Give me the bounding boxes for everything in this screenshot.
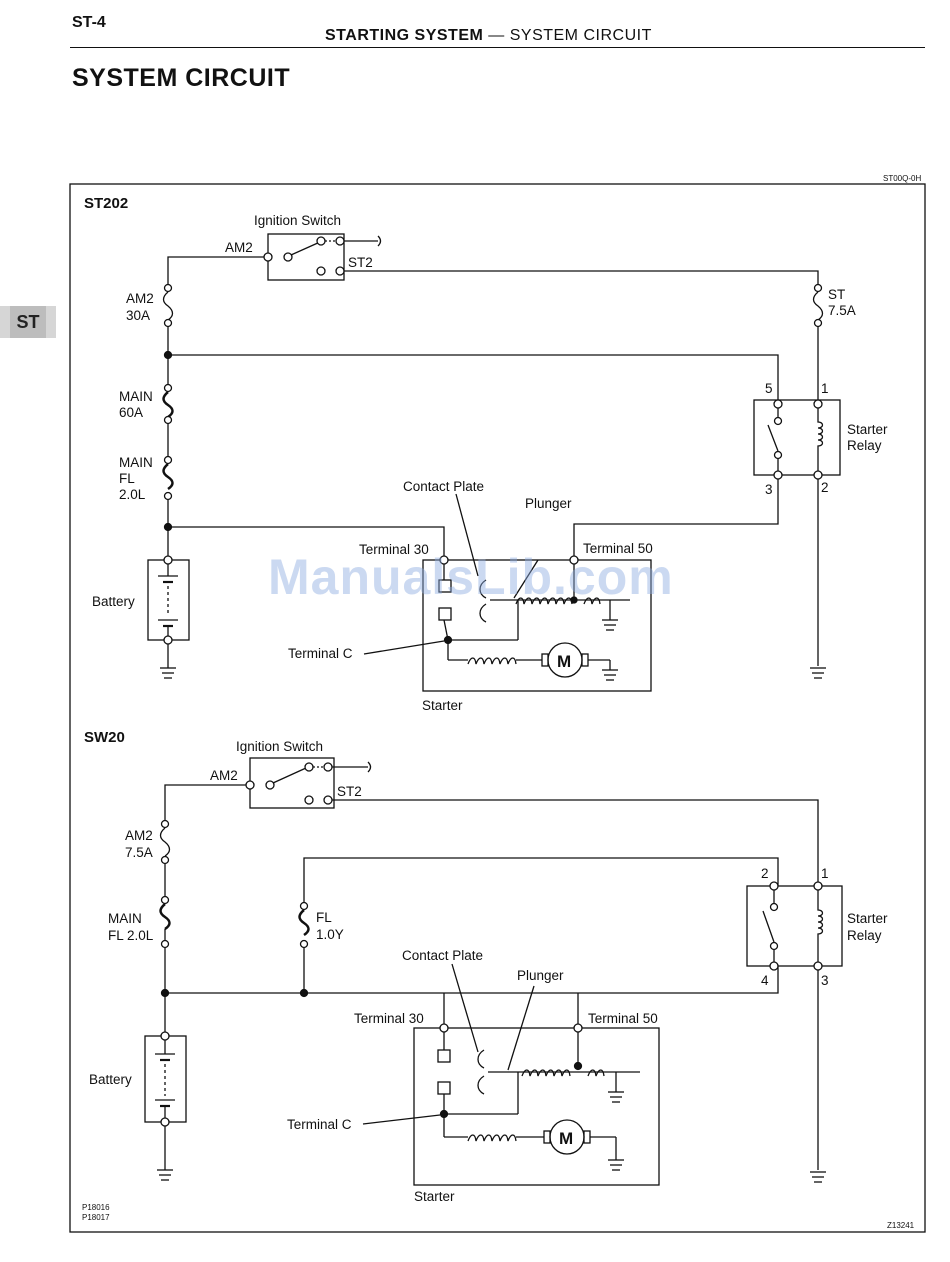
st202-ground-battery: [160, 667, 176, 679]
sw20-fl-main-line1: MAIN: [108, 911, 142, 926]
sw20-wiring: [160, 784, 819, 1170]
sw20-am2-label: AM2: [210, 768, 238, 783]
st202-terminal30-label: Terminal 30: [359, 542, 429, 557]
diagram-frame: [69, 183, 926, 1233]
st202-fl-line3: 2.0L: [119, 487, 146, 502]
running-header: STARTING SYSTEM — SYSTEM CIRCUIT: [325, 27, 652, 45]
sw20-fl-main-line2: FL 2.0L: [108, 928, 154, 943]
st202-fl-line2: FL: [119, 471, 135, 486]
sw20-fl-name: FL: [316, 910, 332, 925]
st202-fuse-st-name: ST: [828, 287, 845, 302]
st202-relay-pin-2: 2: [821, 480, 829, 495]
header-title-separator: —: [483, 27, 510, 44]
sw20-contact-plate-label: Contact Plate: [402, 948, 483, 963]
page-id: ST-4: [72, 14, 106, 31]
st202-plunger-label: Plunger: [525, 496, 572, 511]
st202-battery-label: Battery: [92, 594, 135, 609]
st202-title: ST202: [84, 195, 128, 212]
sw20-plunger-label: Plunger: [517, 968, 564, 983]
sw20-st2-label: ST2: [337, 784, 362, 799]
st202-terminal50-label: Terminal 50: [583, 541, 653, 556]
st202-contact-plate-label: Contact Plate: [403, 479, 484, 494]
sw20-relay-label-2: Relay: [847, 928, 882, 943]
st202-wiring: [163, 256, 819, 668]
sw20-ignition-switch-label: Ignition Switch: [236, 739, 323, 754]
sw20-relay-pin-2: 2: [761, 866, 769, 881]
st202-relay-label-1: Starter: [847, 422, 888, 437]
sw20-fusible-link-main: [159, 895, 171, 949]
st202-fuse-am2-name: AM2: [126, 291, 154, 306]
st202-am2-label: AM2: [225, 240, 253, 255]
sw20-fl-rating: 1.0Y: [316, 927, 344, 942]
st202-relay-pin-3: 3: [765, 482, 773, 497]
st202-terminal-c-leader: [363, 640, 445, 655]
st202-relay-label-2: Relay: [847, 438, 882, 453]
st202-starter-label: Starter: [422, 698, 463, 713]
st202-ground-relay: [810, 667, 826, 679]
header-rule: [70, 47, 925, 48]
sw20-battery: [144, 1031, 187, 1127]
st202-motor-label: M: [557, 652, 571, 671]
sw20-battery-label: Battery: [89, 1072, 132, 1087]
st202-ignition-switch: [263, 233, 382, 281]
sw20-starter-label: Starter: [414, 1189, 455, 1204]
sw20-relay-pin-4: 4: [761, 973, 769, 988]
footer-ref-1: P18016: [82, 1203, 110, 1212]
sw20-title: SW20: [84, 729, 125, 746]
sw20-terminal30-label: Terminal 30: [354, 1011, 424, 1026]
footer-ref-2: P18017: [82, 1213, 110, 1222]
st202-fusible-link-main: [162, 383, 174, 425]
sw20-relay-pin-3: 3: [821, 973, 829, 988]
st202-fuse-st-rating: 7.5A: [828, 303, 856, 318]
st202-battery: [147, 555, 190, 645]
st202-relay-pin-1: 1: [821, 381, 829, 396]
st202-terminal-c-label: Terminal C: [288, 646, 353, 661]
sw20-fuse-am2: [159, 819, 171, 865]
side-tab-label: ST: [10, 306, 46, 338]
st202-starter: [422, 555, 652, 692]
sw20-terminal-c-leader: [362, 1114, 441, 1125]
st202-contact-plate-leader: [455, 493, 479, 577]
st202-fusible-link-fl: [162, 455, 174, 501]
st202-st2-label: ST2: [348, 255, 373, 270]
st202-fl-line1: MAIN: [119, 455, 153, 470]
sw20-fuse-am2-name: AM2: [125, 828, 153, 843]
header-title-rest: SYSTEM CIRCUIT: [509, 27, 652, 44]
sw20-ground-relay: [810, 1171, 826, 1183]
st202-ignition-switch-label: Ignition Switch: [254, 213, 341, 228]
sw20-relay-pin-1: 1: [821, 866, 829, 881]
sw20-ignition-switch: [245, 757, 372, 809]
sw20-starter: [413, 985, 660, 1186]
sw20-starter-relay: [746, 881, 843, 971]
st202-relay-pin-5: 5: [765, 381, 773, 396]
section-title: SYSTEM CIRCUIT: [72, 64, 291, 92]
st202-main-name: MAIN: [119, 389, 153, 404]
sw20-contact-plate-leader: [451, 963, 479, 1053]
st202-fuse-am2: [162, 283, 174, 328]
st202-starter-relay: [753, 399, 841, 480]
st202-main-rating: 60A: [119, 405, 143, 420]
sw20-fuse-am2-rating: 7.5A: [125, 845, 153, 860]
st202-fuse-st: [812, 283, 824, 328]
side-tab[interactable]: ST: [0, 306, 56, 338]
watermark: ManualsLib.com: [268, 549, 674, 605]
ref-code: ST00Q-0H: [883, 174, 921, 183]
sw20-terminal50-label: Terminal 50: [588, 1011, 658, 1026]
sw20-motor-label: M: [559, 1129, 573, 1148]
sw20-relay-label-1: Starter: [847, 911, 888, 926]
sw20-fusible-link-fl: [298, 901, 310, 949]
header-title-bold: STARTING SYSTEM: [325, 27, 484, 44]
sw20-terminal-c-label: Terminal C: [287, 1117, 352, 1132]
st202-fuse-am2-rating: 30A: [126, 308, 150, 323]
figure-code: Z13241: [887, 1221, 915, 1230]
sw20-ground-battery: [157, 1169, 173, 1181]
